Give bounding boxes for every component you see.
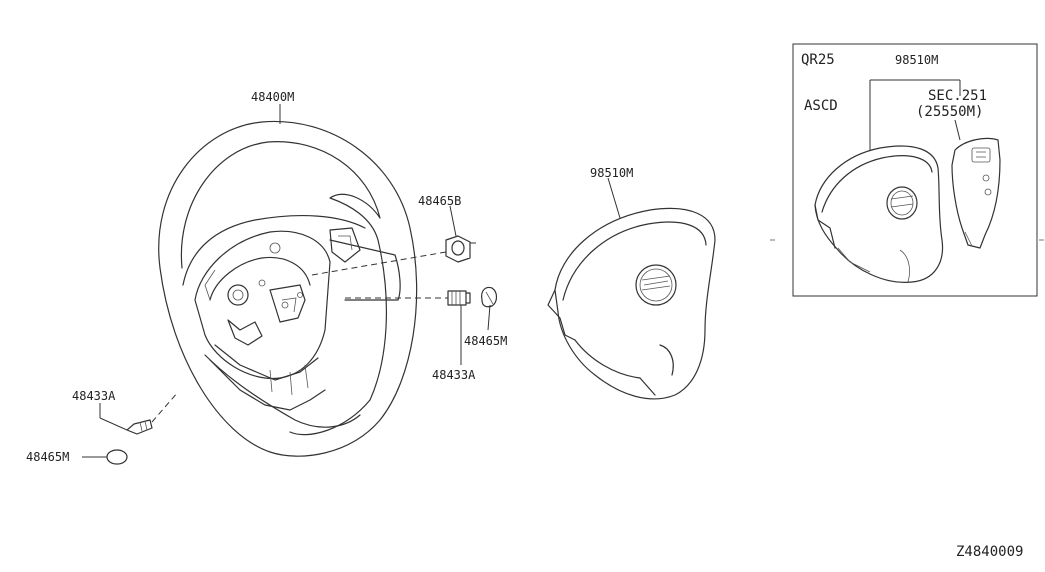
label-bolt-right: 48433A: [432, 368, 476, 382]
label-airbag: 98510M: [590, 166, 633, 180]
leader-lines: [82, 104, 621, 458]
label-bolt-left: 48433A: [72, 389, 116, 403]
inset-box: [792, 43, 1038, 297]
label-ascd: ASCD: [804, 98, 838, 114]
label-diagram-id: Z4840009: [956, 544, 1023, 560]
label-switch: (25550M): [916, 104, 983, 120]
cap-48465m-right[interactable]: [481, 286, 498, 308]
label-nut: 48465B: [418, 194, 461, 208]
steering-wheel[interactable]: [158, 120, 418, 457]
label-cap-right: 48465M: [464, 334, 507, 348]
label-inset-airbag: 98510M: [895, 53, 938, 67]
inset-airbag-module[interactable]: [814, 145, 944, 283]
label-wheel: 48400M: [251, 90, 294, 104]
label-engine: QR25: [801, 52, 835, 68]
label-sec: SEC.251: [928, 88, 987, 104]
nut-48465b[interactable]: [311, 235, 476, 276]
bolt-48433a-left[interactable]: [126, 391, 179, 435]
airbag-module[interactable]: [547, 207, 716, 400]
cap-48465m-left[interactable]: [106, 449, 128, 465]
ascd-switch[interactable]: [951, 137, 1001, 249]
bolt-48433a-right[interactable]: [345, 290, 471, 306]
label-cap-left: 48465M: [26, 450, 69, 464]
